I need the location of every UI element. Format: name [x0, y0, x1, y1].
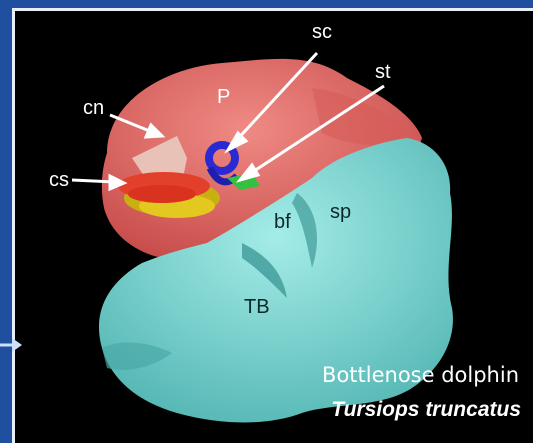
label-sp: sp — [330, 201, 351, 223]
label-cn: cn — [83, 97, 104, 119]
label-sc: sc — [312, 21, 332, 43]
label-bf: bf — [274, 211, 291, 233]
label-p: P — [217, 86, 230, 108]
caption-species: Tursiops truncatus — [331, 398, 521, 422]
label-st: st — [375, 61, 391, 83]
label-tb: TB — [244, 296, 270, 318]
caption-common-name: Bottlenose dolphin — [322, 363, 519, 387]
label-cs: cs — [49, 169, 69, 191]
arrow-head-icon — [0, 335, 22, 355]
image-frame: sc st P cn cs sp bf TB Bottlenose dolphi… — [12, 8, 533, 443]
